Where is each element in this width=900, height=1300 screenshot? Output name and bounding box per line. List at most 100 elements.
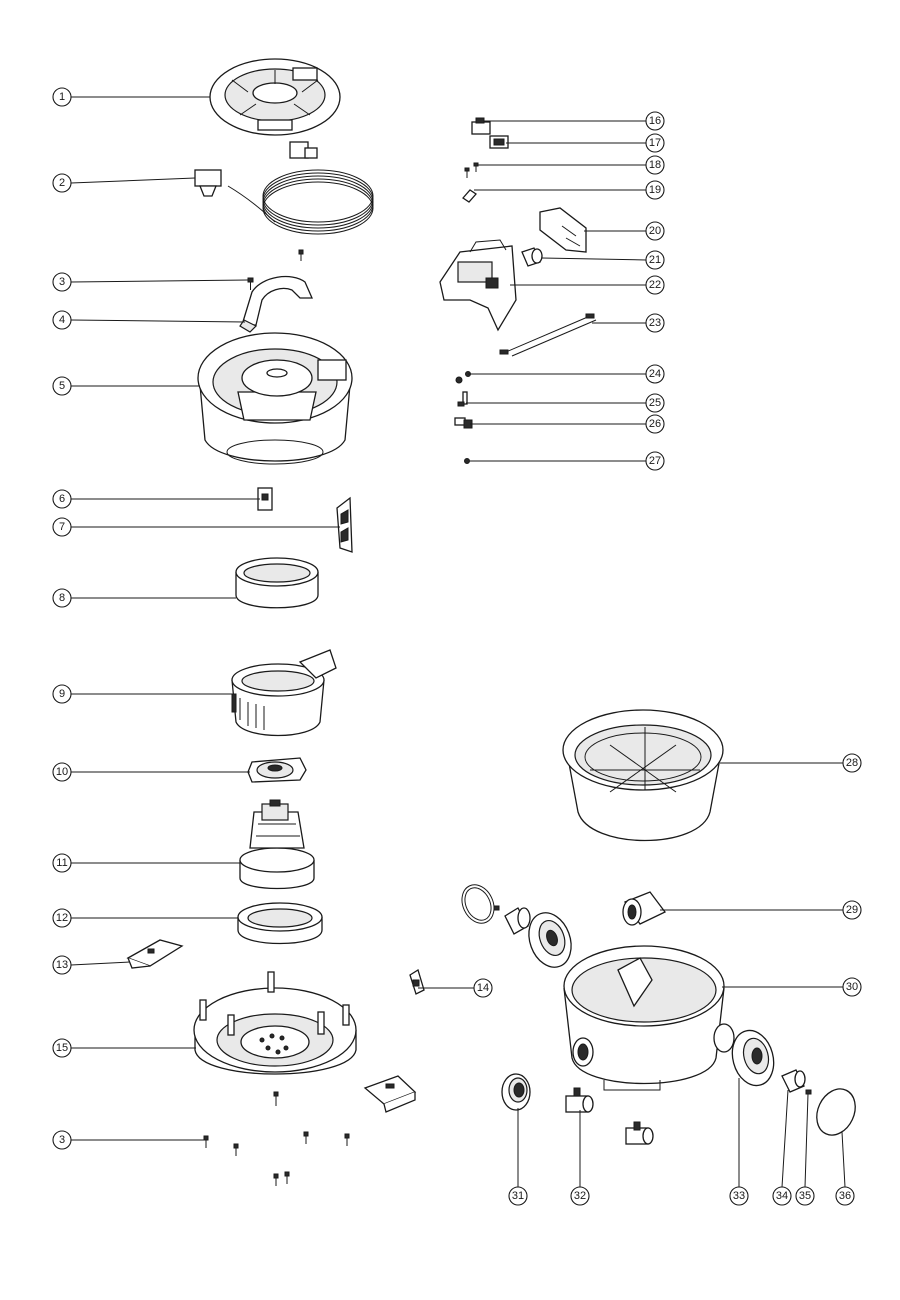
callout-27-label: 27 bbox=[649, 455, 661, 467]
screw-above-3 bbox=[298, 249, 304, 261]
callout-6-label: 6 bbox=[59, 493, 65, 505]
part-30-o-ring bbox=[461, 884, 495, 924]
part-13-bracket bbox=[126, 939, 184, 969]
callout-28: 28 bbox=[842, 753, 862, 773]
part-10-motor-seal bbox=[247, 757, 307, 783]
callout-12: 12 bbox=[52, 908, 72, 928]
part-33-flange bbox=[731, 1029, 775, 1087]
callout-24-label: 24 bbox=[649, 368, 661, 380]
callout-5-label: 5 bbox=[59, 380, 65, 392]
part-15-side-bracket bbox=[363, 1075, 417, 1113]
callout-12-label: 12 bbox=[56, 912, 68, 924]
callout-4: 4 bbox=[52, 310, 72, 330]
part-36-cap bbox=[816, 1088, 856, 1136]
callout-9-label: 9 bbox=[59, 688, 65, 700]
callout-5: 5 bbox=[52, 376, 72, 396]
callout-31: 31 bbox=[508, 1186, 528, 1206]
part-17-rocker bbox=[489, 135, 509, 149]
callout-21-label: 21 bbox=[649, 254, 661, 266]
part-32-valve bbox=[565, 1087, 594, 1113]
part-7-clip bbox=[336, 496, 353, 553]
callout-11: 11 bbox=[52, 853, 72, 873]
callout-25: 25 bbox=[645, 393, 665, 413]
callout-33-label: 33 bbox=[733, 1190, 745, 1202]
part-22-switch-housing bbox=[439, 239, 517, 332]
part-23-wire-harness bbox=[499, 313, 597, 357]
part-30-inlet-flange bbox=[528, 912, 572, 968]
callout-7-label: 7 bbox=[59, 521, 65, 533]
callout-29-label: 29 bbox=[846, 904, 858, 916]
callout-36-label: 36 bbox=[839, 1190, 851, 1202]
callout-22: 22 bbox=[645, 275, 665, 295]
callout-10: 10 bbox=[52, 762, 72, 782]
callout-14-label: 14 bbox=[477, 982, 489, 994]
part-11-motor bbox=[239, 799, 315, 890]
callout-16-label: 16 bbox=[649, 115, 661, 127]
callout-16: 16 bbox=[645, 111, 665, 131]
part-3-screws-bottom bbox=[203, 1091, 350, 1186]
callout-19-label: 19 bbox=[649, 184, 661, 196]
callout-35-label: 35 bbox=[799, 1190, 811, 1202]
callout-1: 1 bbox=[52, 87, 72, 107]
callout-32: 32 bbox=[570, 1186, 590, 1206]
callout-20: 20 bbox=[645, 221, 665, 241]
callout-29: 29 bbox=[842, 900, 862, 920]
callout-19: 19 bbox=[645, 180, 665, 200]
part-16-switch bbox=[471, 117, 491, 135]
part-31-nut-ring bbox=[501, 1073, 531, 1111]
callout-22-label: 22 bbox=[649, 279, 661, 291]
callout-2-label: 2 bbox=[59, 177, 65, 189]
part-9-filter-cage bbox=[231, 649, 337, 737]
callout-10-label: 10 bbox=[56, 766, 68, 778]
callout-15-label: 15 bbox=[56, 1042, 68, 1054]
part-3-screw-top bbox=[247, 277, 254, 290]
callout-25-label: 25 bbox=[649, 397, 661, 409]
callout-4-label: 4 bbox=[59, 314, 65, 326]
callout-1-label: 1 bbox=[59, 91, 65, 103]
callout-3-bottom-label: 3 bbox=[59, 1134, 65, 1146]
callout-27: 27 bbox=[645, 451, 665, 471]
part-18-screws bbox=[464, 162, 479, 178]
callout-8: 8 bbox=[52, 588, 72, 608]
callout-33: 33 bbox=[729, 1186, 749, 1206]
leader-lines bbox=[70, 96, 846, 1188]
callout-35: 35 bbox=[795, 1186, 815, 1206]
part-15-base-plate bbox=[193, 971, 357, 1075]
part-19-clip bbox=[462, 189, 477, 203]
part-1-top-cover bbox=[209, 58, 341, 136]
part-34-bushing bbox=[781, 1069, 806, 1093]
callout-17-label: 17 bbox=[649, 137, 661, 149]
callout-14: 14 bbox=[473, 978, 493, 998]
callout-28-label: 28 bbox=[846, 757, 858, 769]
callout-13-label: 13 bbox=[56, 959, 68, 971]
part-20-bracket bbox=[539, 207, 587, 253]
part-30-tank bbox=[563, 945, 735, 1091]
callout-18-label: 18 bbox=[649, 159, 661, 171]
part-35-screw bbox=[805, 1089, 812, 1095]
part-4-handle bbox=[239, 275, 313, 333]
callout-30-label: 30 bbox=[846, 981, 858, 993]
callout-15: 15 bbox=[52, 1038, 72, 1058]
callout-20-label: 20 bbox=[649, 225, 661, 237]
callout-31-label: 31 bbox=[512, 1190, 524, 1202]
callout-23: 23 bbox=[645, 313, 665, 333]
callout-36: 36 bbox=[835, 1186, 855, 1206]
callout-2: 2 bbox=[52, 173, 72, 193]
part-5-motor-housing bbox=[197, 332, 353, 465]
callout-7: 7 bbox=[52, 517, 72, 537]
callout-8-label: 8 bbox=[59, 592, 65, 604]
callout-32-label: 32 bbox=[574, 1190, 586, 1202]
callout-34: 34 bbox=[772, 1186, 792, 1206]
callout-30: 30 bbox=[842, 977, 862, 997]
part-25-pin bbox=[457, 391, 468, 407]
part-28-filter-basket bbox=[562, 709, 724, 842]
part-2-power-cord bbox=[194, 141, 374, 235]
part-27-screw bbox=[464, 458, 470, 464]
callout-26-label: 26 bbox=[649, 418, 661, 430]
callout-6: 6 bbox=[52, 489, 72, 509]
part-32-valve-b bbox=[625, 1121, 654, 1145]
part-8-ring bbox=[235, 557, 319, 609]
part-29-hose-connector bbox=[622, 891, 666, 926]
callout-18: 18 bbox=[645, 155, 665, 175]
